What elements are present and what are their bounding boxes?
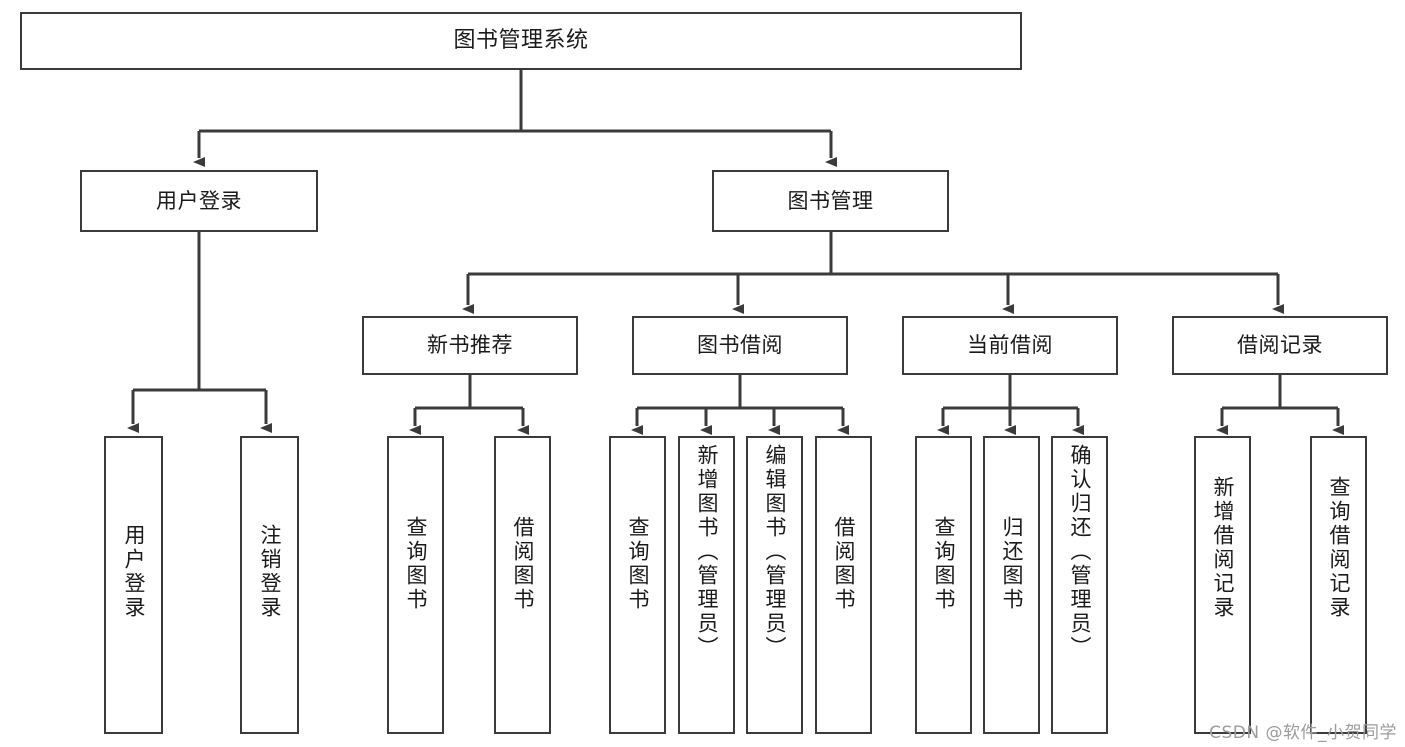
node-new-book-recommend[interactable]: 新书推荐 (362, 316, 578, 375)
node-current-borrow[interactable]: 当前借阅 (902, 316, 1118, 375)
leaf-borrow-book-borrow[interactable]: 借阅图书 (815, 436, 872, 734)
node-label: 借阅记录 (1237, 333, 1323, 358)
leaf-user-login[interactable]: 用户登录 (104, 436, 163, 734)
leaf-add-borrow-record[interactable]: 新增借阅记录 (1194, 436, 1251, 734)
leaf-add-book-admin[interactable]: 新增图书（管理员） (678, 436, 735, 734)
node-label: 图书借阅 (697, 333, 783, 358)
node-label: 查询借阅记录 (1327, 476, 1351, 620)
node-label: 新增图书（管理员） (695, 444, 719, 660)
node-label: 新增借阅记录 (1211, 476, 1235, 620)
node-label: 查询图书 (932, 516, 956, 612)
leaf-edit-book-admin[interactable]: 编辑图书（管理员） (746, 436, 803, 734)
node-label: 归还图书 (1000, 516, 1024, 612)
node-label: 注销登录 (258, 524, 282, 620)
node-book-manage[interactable]: 图书管理 (712, 170, 949, 232)
node-label: 图书管理 (787, 188, 874, 213)
node-book-borrow[interactable]: 图书借阅 (632, 316, 848, 375)
node-label: 新书推荐 (427, 333, 513, 358)
node-label: 借阅图书 (832, 516, 856, 612)
leaf-query-book-recommend[interactable]: 查询图书 (387, 436, 444, 734)
node-borrow-record[interactable]: 借阅记录 (1172, 316, 1388, 375)
node-user-login[interactable]: 用户登录 (80, 170, 318, 232)
node-root-system[interactable]: 图书管理系统 (20, 12, 1022, 70)
leaf-borrow-book-recommend[interactable]: 借阅图书 (494, 436, 551, 734)
node-label: 确认归还（管理员） (1068, 444, 1092, 660)
leaf-query-book-borrow[interactable]: 查询图书 (609, 436, 666, 734)
leaf-logout-login[interactable]: 注销登录 (240, 436, 299, 734)
node-label: 当前借阅 (967, 333, 1053, 358)
node-label: 借阅图书 (511, 516, 535, 612)
leaf-query-book-current[interactable]: 查询图书 (915, 436, 972, 734)
node-label: 图书管理系统 (453, 28, 589, 54)
leaf-confirm-return-admin[interactable]: 确认归还（管理员） (1051, 436, 1108, 734)
node-label: 用户登录 (122, 524, 146, 620)
leaf-query-borrow-record[interactable]: 查询借阅记录 (1310, 436, 1367, 734)
watermark-text: CSDN @软件_小贺同学 (1209, 723, 1397, 743)
node-label: 用户登录 (156, 188, 242, 213)
node-label: 查询图书 (404, 516, 428, 612)
node-label: 编辑图书（管理员） (763, 444, 787, 660)
node-label: 查询图书 (626, 516, 650, 612)
leaf-return-book[interactable]: 归还图书 (983, 436, 1040, 734)
